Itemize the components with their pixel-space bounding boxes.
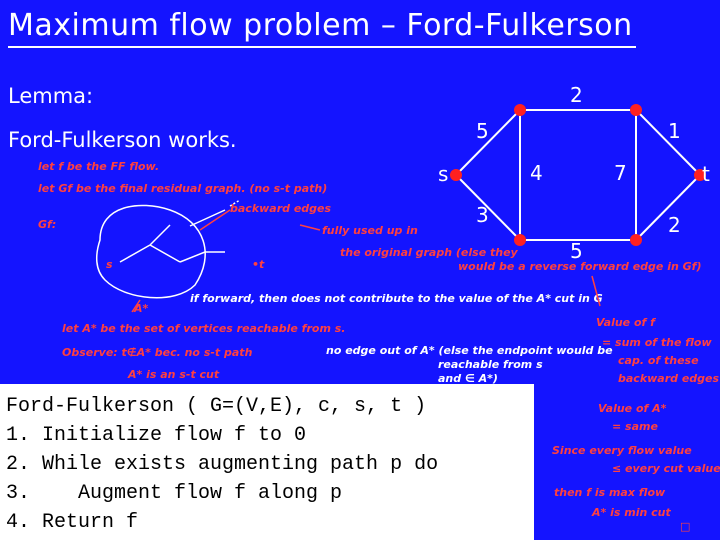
slide-title: Maximum flow problem – Ford-Fulkerson	[8, 8, 633, 43]
annotation-fully-used-2: the original graph (else they	[340, 246, 519, 259]
annotation-right-10: A* is min cut	[591, 506, 671, 519]
algorithm-box: Ford-Fulkerson ( G=(V,E), c, s, t ) 1. I…	[0, 384, 534, 540]
annotation-right-5: Value of A*	[598, 402, 667, 415]
edge-bottom-t	[635, 174, 701, 241]
annotation-let-astar: let A* be the set of vertices reachable …	[62, 322, 345, 335]
lemma-statement: Ford-Fulkerson works.	[8, 128, 237, 152]
reachable-set-outline	[95, 204, 206, 299]
annotation-right-7: Since every flow value	[552, 444, 692, 457]
node-bottom-left	[514, 234, 526, 246]
annotation-noedge-2: reachable from s	[438, 358, 543, 371]
node-top-left	[514, 104, 526, 116]
annotation-t: •t	[252, 258, 265, 271]
edge-s-bottom	[455, 174, 521, 241]
annotation-right-4: backward edges	[618, 372, 720, 385]
algorithm-line-2: 2. While exists augmenting path p do	[6, 453, 439, 476]
algorithm-line-3: 3. Augment flow f along p	[6, 482, 343, 505]
edge-label-right-vertical: 7	[614, 161, 627, 185]
annotation-right-3: cap. of these	[618, 354, 699, 367]
annotation-right-2: = sum of the flow	[602, 336, 712, 349]
edge-top-t	[635, 109, 701, 176]
edge-label-left-vertical: 4	[530, 161, 543, 185]
graph-edges	[455, 109, 701, 241]
edge-label-s-bottom: 3	[476, 203, 489, 227]
annotation-qed: □	[680, 520, 690, 533]
node-t	[694, 169, 706, 181]
fully-used-arrow	[299, 224, 321, 231]
edge-label-bottom-t: 2	[668, 213, 681, 237]
backward-edge-pointer	[229, 199, 241, 207]
annotation-fully-used-1: fully used up in	[322, 224, 418, 237]
annotation-forward: if forward, then does not contribute to …	[190, 292, 603, 305]
graph-nodes	[450, 104, 706, 246]
annotation-noedge-3: and ∈ A*)	[438, 372, 498, 385]
annotation-line2: let Gf be the final residual graph. (no …	[38, 182, 327, 195]
node-label-t: t	[702, 162, 710, 186]
edge-label-s-top: 5	[476, 119, 489, 143]
annotation-right-1: Value of f	[596, 316, 656, 329]
backward-arrow	[199, 209, 231, 231]
edge-label-bottom: 5	[570, 239, 583, 263]
sketch-edge	[149, 224, 171, 246]
value-arrow	[591, 275, 601, 307]
title-underline	[8, 46, 636, 48]
node-s	[450, 169, 462, 181]
annotation-right-9: then f is max flow	[554, 486, 666, 499]
sketch-edge	[189, 209, 226, 227]
sketch-edge	[119, 244, 151, 263]
edge-label-top: 2	[570, 83, 583, 107]
annotation-fully-used-3: would be a reverse forward edge in Gf)	[458, 260, 701, 273]
annotation-line1: let f be the FF flow.	[38, 160, 159, 173]
sketch-edge	[149, 244, 181, 263]
residual-graph-sketch	[95, 199, 241, 299]
annotation-observe-2: A* is an s-t cut	[127, 368, 220, 381]
annotation-noedge-1: no edge out of A* (else the endpoint wou…	[326, 344, 613, 357]
annotation-right-8: ≤ every cut value	[612, 462, 720, 475]
astar-arrow	[131, 299, 141, 313]
sketch-edge	[179, 251, 206, 263]
algorithm-header: Ford-Fulkerson ( G=(V,E), c, s, t )	[6, 395, 427, 418]
node-bottom-right	[630, 234, 642, 246]
edge-label-top-t: 1	[668, 119, 681, 143]
node-top-right	[630, 104, 642, 116]
annotation-astar: A*	[133, 302, 149, 315]
handwritten-annotations: let f be the FF flow. let Gf be the fina…	[38, 160, 720, 533]
lemma-label: Lemma:	[8, 84, 94, 108]
annotation-arrows	[131, 209, 601, 313]
annotation-gf: Gf:	[38, 218, 56, 231]
annotation-s: s	[106, 258, 113, 271]
annotation-observe: Observe: t∉A* bec. no s-t path	[62, 346, 253, 359]
algorithm-line-1: 1. Initialize flow f to 0	[6, 424, 307, 447]
algorithm-line-4: 4. Return f	[6, 511, 139, 534]
annotation-right-6: = same	[612, 420, 658, 433]
annotation-backward: backward edges	[230, 202, 332, 215]
edge-s-top	[455, 109, 521, 176]
node-label-s: s	[438, 162, 448, 186]
